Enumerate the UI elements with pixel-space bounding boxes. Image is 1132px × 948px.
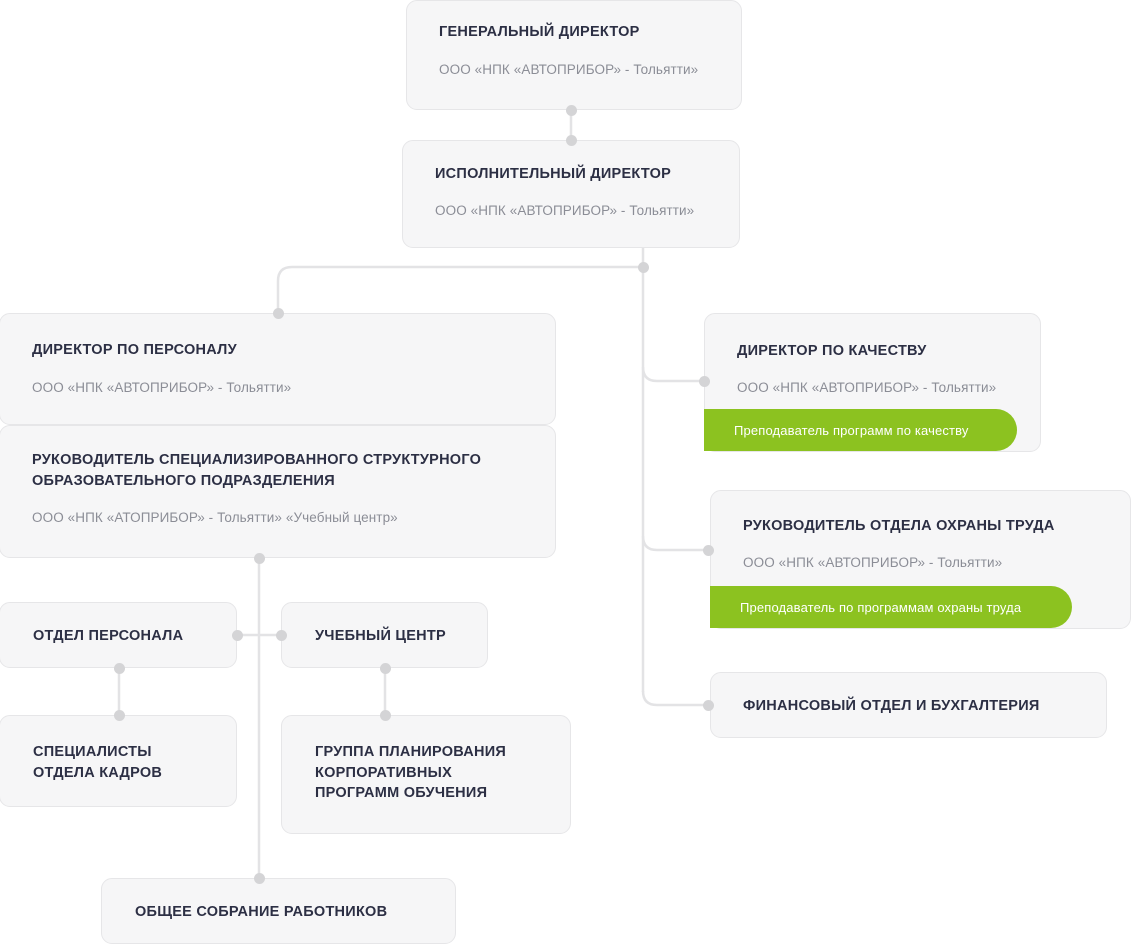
link-exec-finance [641, 690, 710, 707]
node-title: ДИРЕКТОР ПО ПЕРСОНАЛУ [32, 342, 237, 358]
card-body: ФИНАНСОВЫЙ ОТДЕЛ И БУХГАЛТЕРИЯ [711, 673, 1106, 717]
connector-dot [275, 629, 287, 641]
card-body: СПЕЦИАЛИСТЫ ОТДЕЛА КАДРОВ [0, 716, 236, 783]
connector-dot [379, 709, 391, 721]
node-planning-group[interactable]: ГРУППА ПЛАНИРОВАНИЯ КОРПОРАТИВНЫХ ПРОГРА… [281, 715, 571, 834]
node-subtitle: ООО «НПК «АВТОПРИБОР» - Тольятти» [737, 379, 997, 395]
node-subtitle: ООО «НПК «АВТОПРИБОР» - Тольятти» [32, 379, 292, 395]
connector-dot [272, 307, 284, 319]
card-body: ГРУППА ПЛАНИРОВАНИЯ КОРПОРАТИВНЫХ ПРОГРА… [282, 716, 570, 804]
node-title: ГЕНЕРАЛЬНЫЙ ДИРЕКТОР [439, 24, 640, 40]
connector-dot [565, 104, 577, 116]
card-body: РУКОВОДИТЕЛЬ ОТДЕЛА ОХРАНЫ ТРУДА ООО «НП… [711, 491, 1130, 572]
card-body: ДИРЕКТОР ПО ПЕРСОНАЛУ ООО «НПК «АВТОПРИБ… [0, 314, 555, 397]
node-title: ГРУППА ПЛАНИРОВАНИЯ КОРПОРАТИВНЫХ ПРОГРА… [315, 744, 507, 802]
card-body: РУКОВОДИТЕЛЬ СПЕЦИАЛИЗИРОВАННОГО СТРУКТУ… [0, 426, 555, 528]
node-hr-specialists[interactable]: СПЕЦИАЛИСТЫ ОТДЕЛА КАДРОВ [0, 715, 237, 807]
node-title: УЧЕБНЫЙ ЦЕНТР [315, 628, 446, 644]
node-title: ИСПОЛНИТЕЛЬНЫЙ ДИРЕКТОР [435, 166, 672, 182]
node-title: ОБЩЕЕ СОБРАНИЕ РАБОТНИКОВ [135, 904, 388, 920]
node-subtitle: ООО «НПК «АТОПРИБОР» - Тольятти» «Учебны… [32, 510, 398, 526]
node-general-director[interactable]: ГЕНЕРАЛЬНЫЙ ДИРЕКТОР ООО «НПК «АВТОПРИБО… [406, 0, 742, 110]
connector-dot [702, 699, 714, 711]
connector-dot [253, 872, 265, 884]
node-title: ОТДЕЛ ПЕРСОНАЛА [33, 628, 184, 644]
link-exec-labor [641, 535, 710, 552]
card-body: ГЕНЕРАЛЬНЫЙ ДИРЕКТОР ООО «НПК «АВТОПРИБО… [407, 1, 741, 79]
card-body: ОБЩЕЕ СОБРАНИЕ РАБОТНИКОВ [102, 879, 455, 923]
node-title: РУКОВОДИТЕЛЬ ОТДЕЛА ОХРАНЫ ТРУДА [743, 518, 1055, 534]
badge-quality-trainer: Преподаватель программ по качеству [704, 409, 1017, 451]
node-hr-director[interactable]: ДИРЕКТОР ПО ПЕРСОНАЛУ ООО «НПК «АВТОПРИБ… [0, 313, 556, 425]
connector-dot [379, 662, 391, 674]
link-exec-hr [276, 265, 643, 313]
node-title: РУКОВОДИТЕЛЬ СПЕЦИАЛИЗИРОВАННОГО СТРУКТУ… [32, 452, 482, 489]
connector-dot [113, 709, 125, 721]
link-exec-quality [641, 366, 704, 383]
card-body: ОТДЕЛ ПЕРСОНАЛА [0, 603, 236, 647]
connector-dot [637, 261, 649, 273]
node-training-center[interactable]: УЧЕБНЫЙ ЦЕНТР [281, 602, 488, 668]
node-education-head[interactable]: РУКОВОДИТЕЛЬ СПЕЦИАЛИЗИРОВАННОГО СТРУКТУ… [0, 425, 556, 558]
node-personnel-department[interactable]: ОТДЕЛ ПЕРСОНАЛА [0, 602, 237, 668]
connector-dot [231, 629, 243, 641]
badge-labor-safety-trainer: Преподаватель по программам охраны труда [710, 586, 1072, 628]
card-body: ДИРЕКТОР ПО КАЧЕСТВУ ООО «НПК «АВТОПРИБО… [705, 314, 1040, 397]
connector-dot [113, 662, 125, 674]
node-executive-director[interactable]: ИСПОЛНИТЕЛЬНЫЙ ДИРЕКТОР ООО «НПК «АВТОПР… [402, 140, 740, 248]
node-subtitle: ООО «НПК «АВТОПРИБОР» - Тольятти» [743, 554, 1003, 570]
node-subtitle: ООО «НПК «АВТОПРИБОР» - Тольятти» [439, 61, 699, 77]
node-title: СПЕЦИАЛИСТЫ ОТДЕЛА КАДРОВ [33, 744, 163, 781]
connector-dot [698, 375, 710, 387]
connector-dot [565, 134, 577, 146]
card-body: УЧЕБНЫЙ ЦЕНТР [282, 603, 487, 647]
node-title: ДИРЕКТОР ПО КАЧЕСТВУ [737, 343, 927, 359]
connector-dot [702, 544, 714, 556]
connector-dot [253, 552, 265, 564]
card-body: ИСПОЛНИТЕЛЬНЫЙ ДИРЕКТОР ООО «НПК «АВТОПР… [403, 141, 739, 220]
node-finance-department[interactable]: ФИНАНСОВЫЙ ОТДЕЛ И БУХГАЛТЕРИЯ [710, 672, 1107, 738]
node-general-meeting[interactable]: ОБЩЕЕ СОБРАНИЕ РАБОТНИКОВ [101, 878, 456, 944]
node-subtitle: ООО «НПК «АВТОПРИБОР» - Тольятти» [435, 202, 695, 218]
node-title: ФИНАНСОВЫЙ ОТДЕЛ И БУХГАЛТЕРИЯ [743, 698, 1040, 714]
